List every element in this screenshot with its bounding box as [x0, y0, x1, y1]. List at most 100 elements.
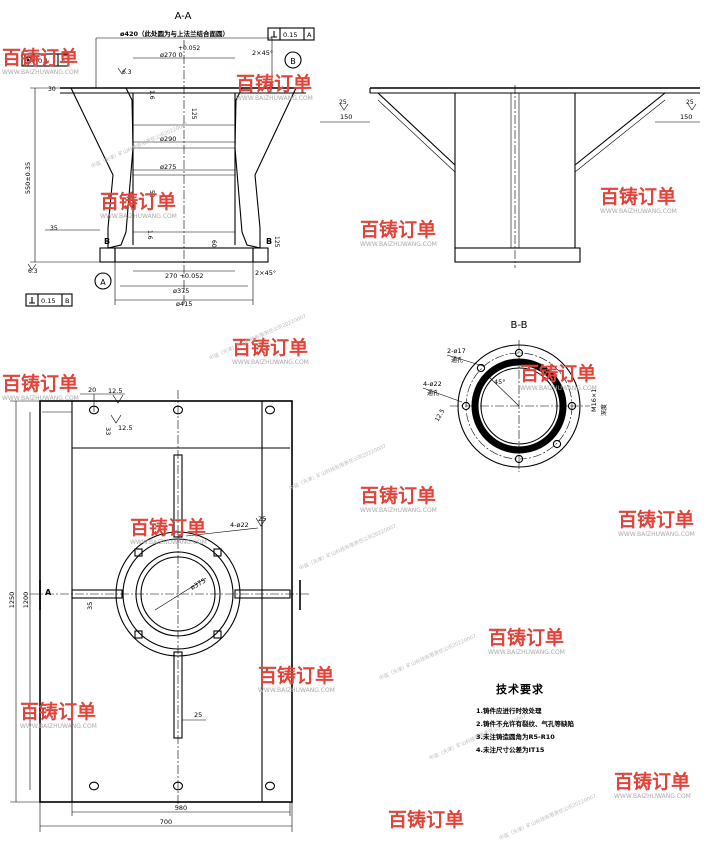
- rough-16b: 1.6: [146, 230, 153, 240]
- svg-text:WWW.BAIZHUWANG.COM: WWW.BAIZHUWANG.COM: [258, 687, 335, 694]
- section-bb-title: B-B: [511, 320, 528, 331]
- svg-text:百铸订单: 百铸订单: [2, 372, 78, 395]
- svg-text:WWW.BAIZHUWANG.COM: WWW.BAIZHUWANG.COM: [520, 385, 597, 392]
- svg-text:百铸订单: 百铸订单: [600, 185, 676, 208]
- plan-dim-33: 33: [104, 427, 112, 435]
- bb-thread-sub: 深度: [600, 404, 608, 416]
- bb-holes-b: 4-ø22: [423, 380, 442, 388]
- svg-text:百铸订单: 百铸订单: [360, 218, 436, 241]
- svg-text:0.15: 0.15: [283, 31, 297, 39]
- rib-top: [173, 454, 183, 538]
- svg-text:百铸订单: 百铸订单: [618, 508, 694, 531]
- plan-view: ø375 1250 1200 580 700 20: [8, 386, 310, 832]
- dim-150b: 150: [680, 113, 692, 121]
- plan-holes: 4-ø22: [230, 521, 249, 529]
- svg-text:百铸订单: 百铸订单: [488, 626, 564, 649]
- svg-text:百铸订单: 百铸订单: [520, 362, 596, 385]
- svg-text:0.1: 0.1: [38, 57, 48, 65]
- svg-text:中蓝（天津）矿山科技有限责任公司20220007: 中蓝（天津）矿山科技有限责任公司20220007: [498, 793, 597, 842]
- bb-hole: [476, 363, 486, 373]
- bb-holes-b-sub: 通孔: [427, 389, 439, 397]
- plan-d375: ø375: [189, 577, 207, 592]
- plan-rough-25: 25: [258, 515, 266, 523]
- rough-63b: 6.3: [122, 69, 132, 76]
- svg-text:百铸订单: 百铸订单: [130, 516, 206, 539]
- side-view: 150 150 25 25: [320, 85, 700, 268]
- bb-holes-a: 2-ø17: [447, 347, 466, 355]
- plan-len-580: 580: [175, 804, 187, 812]
- chamfer-top: 2×45°: [252, 49, 273, 57]
- dim-d270-bot: 270 +0.052: [165, 272, 204, 280]
- rough-25a: 25: [339, 99, 347, 106]
- bb-rough: 12.5: [434, 408, 447, 423]
- plan-dim-25: 25: [194, 711, 202, 719]
- bb-hole: [514, 454, 524, 464]
- svg-text:中蓝（天津）矿山科技有限责任公司20220007: 中蓝（天津）矿山科技有限责任公司20220007: [378, 633, 477, 682]
- frame-perpendicularity-bottom: 0.15 B: [25, 293, 73, 307]
- svg-text:A: A: [100, 278, 106, 287]
- tol-plus: +0.052: [178, 45, 200, 52]
- svg-text:WWW.BAIZHUWANG.COM: WWW.BAIZHUWANG.COM: [2, 69, 79, 76]
- bb-hole: [461, 401, 471, 411]
- dim-50: 50: [148, 190, 155, 198]
- svg-text:WWW.BAIZHUWANG.COM: WWW.BAIZHUWANG.COM: [100, 213, 177, 220]
- dim-d290: ø290: [160, 135, 176, 143]
- svg-text:WWW.BAIZHUWANG.COM: WWW.BAIZHUWANG.COM: [618, 531, 695, 538]
- plan-rough-125a: 12.5: [108, 387, 122, 395]
- svg-text:WWW.BAIZHUWANG.COM: WWW.BAIZHUWANG.COM: [360, 241, 437, 248]
- svg-text:百铸订单: 百铸订单: [258, 664, 334, 687]
- rib-right: [234, 589, 291, 599]
- svg-text:A: A: [307, 31, 312, 39]
- section-bb: B-B 45° 2-ø17 通孔 4-ø22 通孔 12.5 M16×1 深度: [422, 320, 608, 472]
- svg-text:中蓝（天津）矿山科技有限责任公司20220007: 中蓝（天津）矿山科技有限责任公司20220007: [298, 523, 397, 572]
- bb-angle: 45°: [494, 378, 506, 386]
- plan-dim-20: 20: [88, 386, 96, 394]
- dim-d270-top: ø270 0: [160, 51, 183, 59]
- svg-text:WWW.BAIZHUWANG.COM: WWW.BAIZHUWANG.COM: [600, 208, 677, 215]
- bb-hole: [567, 401, 577, 411]
- cut-b-left: B: [104, 237, 110, 246]
- svg-text:百铸订单: 百铸订单: [2, 46, 78, 69]
- bb-holes-a-sub: 通孔: [451, 356, 463, 364]
- rough-25b: 25: [686, 99, 694, 106]
- bb-hole: [552, 439, 562, 449]
- section-aa: A-A ø420（此处圆为与上法兰结合面: [21, 11, 315, 308]
- tech-item: 3.未注铸造圆角为R5-R10: [476, 733, 555, 741]
- frame-perpendicularity-top: 0.15 A: [267, 27, 315, 41]
- plan-rough-125b: 12.5: [118, 424, 132, 432]
- svg-text:百铸订单: 百铸订单: [360, 484, 436, 507]
- svg-text:WWW.BAIZHUWANG.COM: WWW.BAIZHUWANG.COM: [488, 649, 565, 656]
- left-wall-section: [70, 87, 134, 249]
- tech-item: 1.铸件应进行时效处理: [476, 707, 542, 715]
- svg-text:B: B: [65, 297, 69, 305]
- svg-text:B: B: [290, 57, 296, 66]
- svg-text:WWW.BAIZHUWANG.COM: WWW.BAIZHUWANG.COM: [236, 95, 313, 102]
- chamfer-bot: 2×45°: [255, 269, 276, 277]
- rib-bottom: [173, 651, 183, 739]
- tech-item: 2.铸件不允许有裂纹、气孔等缺陷: [476, 720, 574, 728]
- technical-requirements: 技术要求 1.铸件应进行时效处理 2.铸件不允许有裂纹、气孔等缺陷 3.未注铸造…: [476, 681, 686, 757]
- datum-b-bubble: [284, 51, 302, 69]
- right-wall-section: [234, 87, 297, 249]
- plan-width-1200: 1200: [22, 592, 30, 609]
- cut-b-right: B: [266, 237, 272, 246]
- bb-hole: [514, 348, 524, 358]
- svg-text:WWW.BAIZHUWANG.COM: WWW.BAIZHUWANG.COM: [130, 539, 207, 546]
- dim-150a: 150: [340, 113, 352, 121]
- svg-text:百铸订单: 百铸订单: [236, 72, 312, 95]
- dim-d375: ø375: [173, 287, 189, 295]
- dim-35: 35: [50, 225, 58, 232]
- dim-125b: 125: [273, 236, 280, 248]
- rough-63a: 6.3: [28, 268, 38, 275]
- plan-len-700: 700: [160, 818, 172, 826]
- base-bolt-holes: [88, 405, 276, 791]
- dim-125a: 125: [190, 108, 197, 120]
- dim-30: 30: [48, 86, 56, 93]
- svg-text:WWW.BAIZHUWANG.COM: WWW.BAIZHUWANG.COM: [2, 395, 79, 402]
- flange-bolt-holes: [134, 548, 222, 639]
- svg-text:WWW.BAIZHUWANG.COM: WWW.BAIZHUWANG.COM: [614, 793, 691, 800]
- svg-text:A: A: [61, 57, 66, 65]
- svg-text:百铸订单: 百铸订单: [100, 190, 176, 213]
